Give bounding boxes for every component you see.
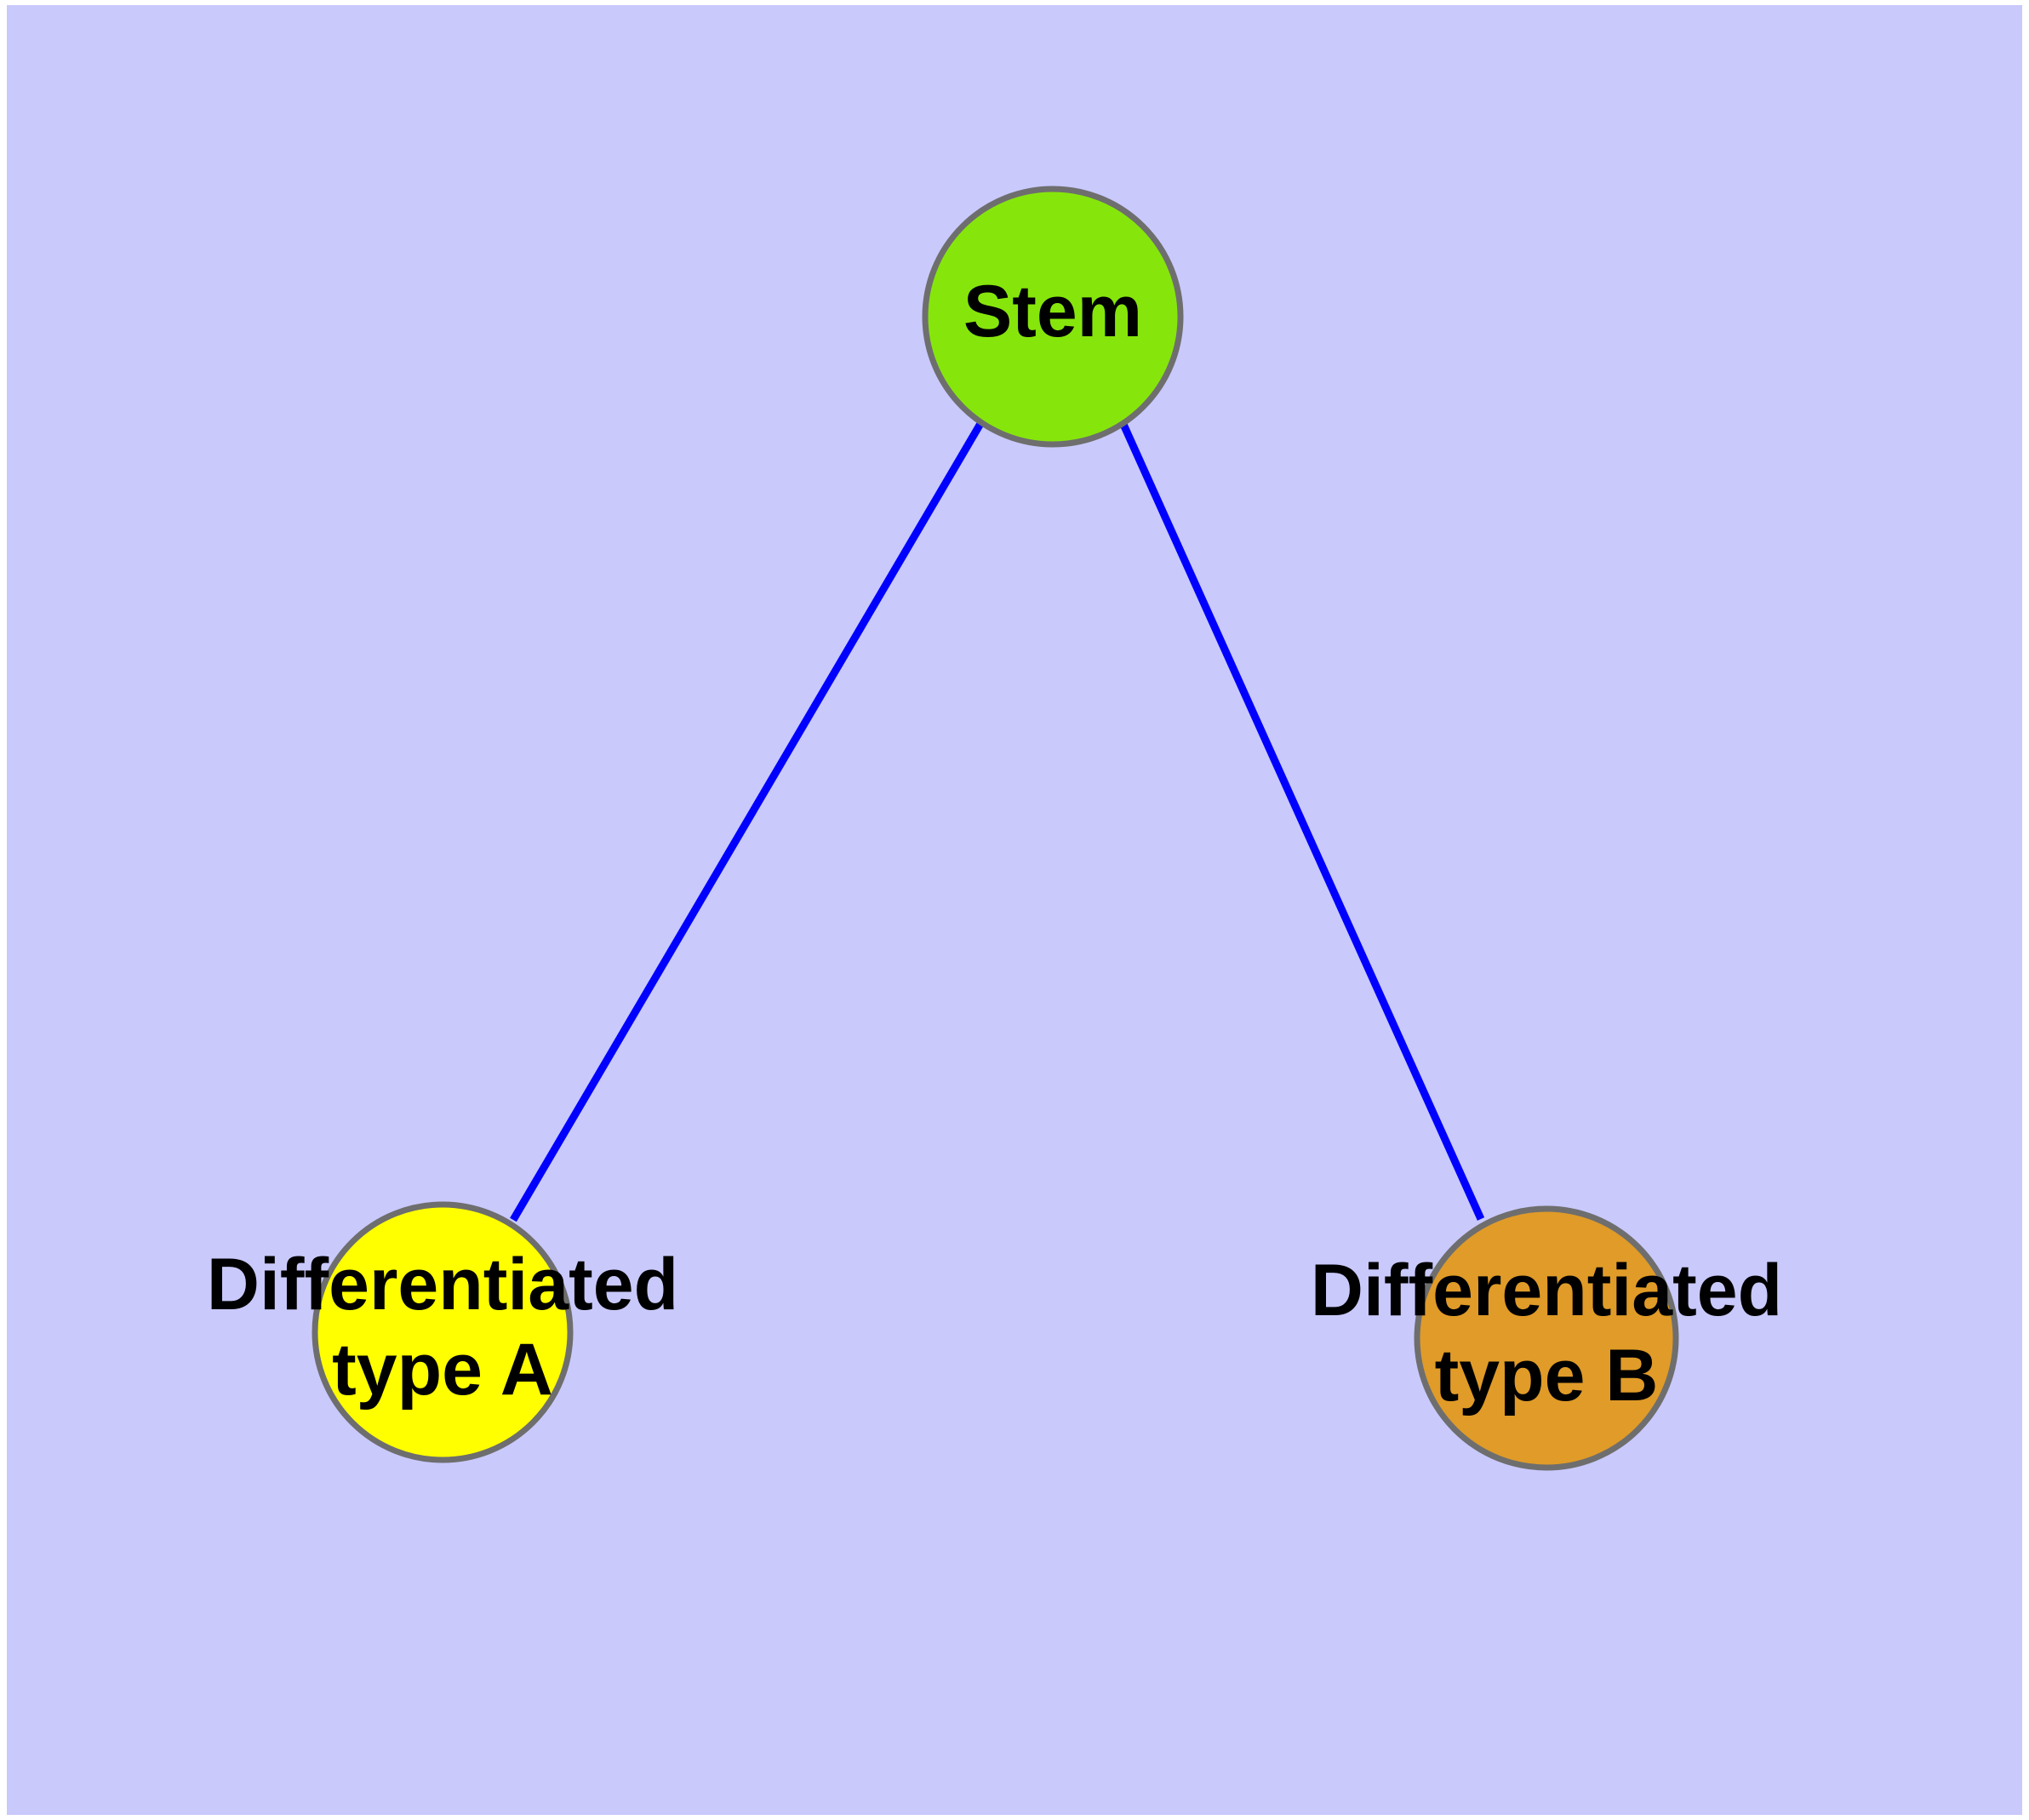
node-label-line: Differentiated: [207, 1244, 678, 1325]
node-label-line: Stem: [963, 271, 1142, 352]
node-stem[interactable]: Stem: [922, 186, 1184, 448]
node-label-line: Differentiated: [1311, 1250, 1782, 1331]
node-circle-diff_b[interactable]: [1414, 1205, 1679, 1471]
node-label-stem: Stem: [963, 271, 1142, 352]
edge-stem-diff_a: [510, 420, 985, 1222]
node-circle-diff_a[interactable]: [311, 1201, 574, 1463]
node-circle-stem[interactable]: [922, 186, 1184, 448]
edge-stem-diff_b: [1117, 419, 1485, 1221]
node-label-line: type B: [1435, 1335, 1659, 1417]
node-label-line: type A: [332, 1329, 553, 1411]
edges-layer: [510, 419, 1485, 1222]
